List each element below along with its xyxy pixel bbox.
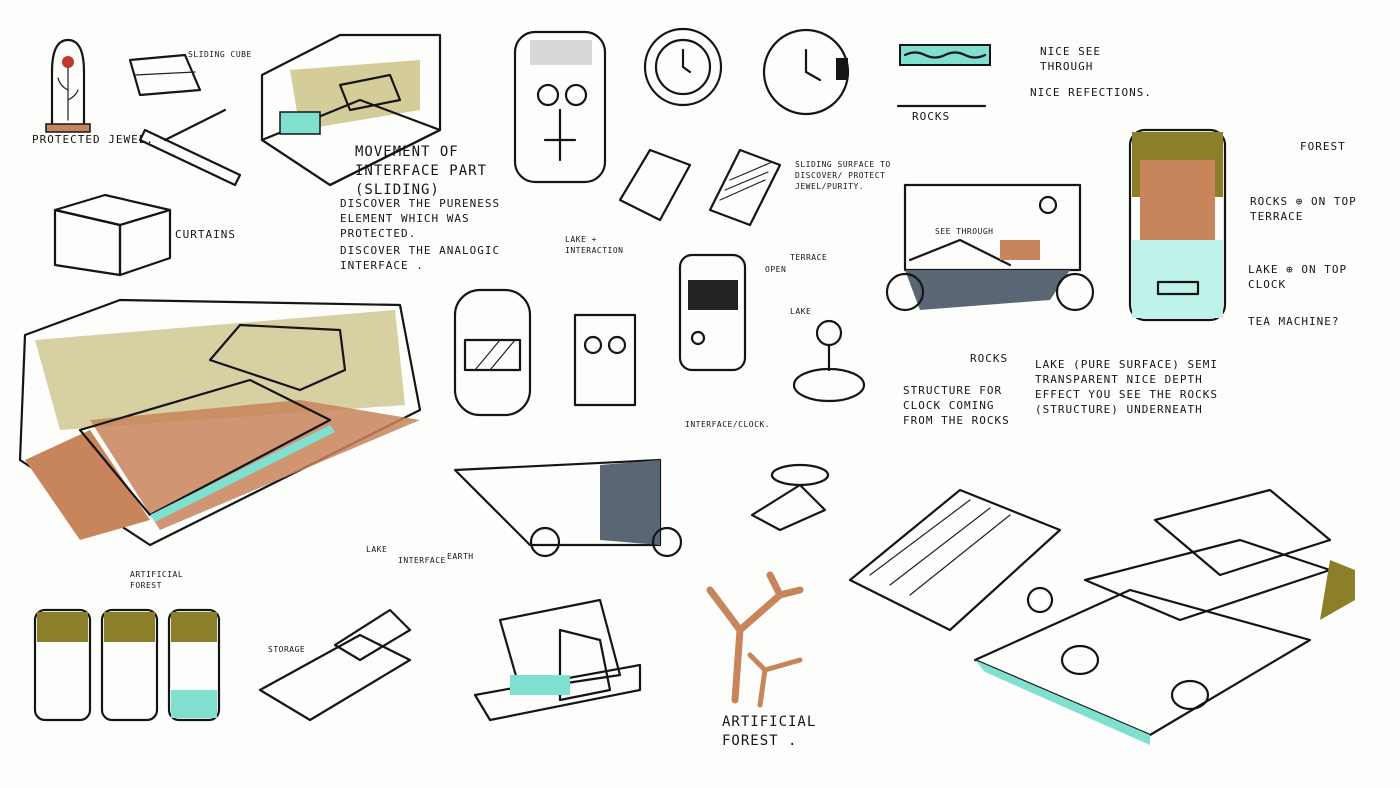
storage-sketch [258,608,412,722]
forest-topview-small [33,608,221,722]
tea-machine-note: TEA MACHINE? [1248,315,1340,328]
module-sketch [573,313,637,407]
clock-sketch-1 [643,27,723,107]
lake-on-top-clock-note: LAKE ⊕ ON TOP CLOCK [1248,263,1348,291]
open-note: OPEN [765,265,787,274]
curtains-box-sketch [53,193,172,277]
artificial-tree-sketch [706,571,804,708]
lake-bottom-note: LAKE [366,545,388,554]
rocks-top-note: ROCKS [912,110,951,123]
glass-block-sketch [896,44,991,108]
earth-note: EARTH [447,552,474,561]
platform-perspective-sketch [973,488,1355,745]
storage-note: STORAGE [268,645,306,654]
sliding-cube-note: SLIDING CUBE [188,50,252,59]
nice-see-through-note: NICE SEE THROUGH [1040,45,1101,73]
rocks-on-top-terrace-note: ROCKS ⊕ ON TOP TERRACE [1250,195,1357,223]
lake-small-note: LAKE [790,307,812,316]
sliding-surface-sketch [618,148,782,227]
room-perspective-sketch [260,33,442,187]
terrace-note: TERRACE [790,253,828,262]
lake-description-note: LAKE (PURE SURFACE) SEMI TRANSPARENT NIC… [1035,358,1218,416]
wireframe-platform-sketch [848,488,1062,632]
sliding-cube-sketch [128,53,242,187]
terrace-clock-sketch [678,253,866,403]
movement-title-note: MOVEMENT OF INTERFACE PART (SLIDING) [355,144,488,198]
interface-bottom-note: INTERFACE [398,556,446,565]
clock-sketch-2 [762,28,850,116]
glass-box-figure-sketch [885,183,1095,312]
canopy-seat-sketch [453,458,683,558]
device-topview-sketch [513,30,607,184]
protected-jewel-note: PROTECTED JEWEL. [32,133,154,146]
forest-topview-sketch [1128,128,1227,322]
big-room-sketch [18,298,422,547]
structure-for-clock-note: STRUCTURE FOR CLOCK COMING FROM THE ROCK… [903,384,1010,427]
artificial-forest-big-note: ARTIFICIAL FOREST . [722,714,817,749]
pod-sketch [473,598,642,722]
interface-clock-note: INTERFACE/CLOCK. [685,420,771,429]
curtains-note: CURTAINS [175,228,236,241]
bell-jar-sketch [45,38,91,133]
nice-reflections-note: NICE REFECTIONS. [1030,86,1152,99]
see-through-note: SEE THROUGH [935,227,994,236]
discover-pureness-note: DISCOVER THE PURENESS ELEMENT WHICH WAS … [340,197,501,240]
seat-concept-sketch [750,463,830,532]
lake-interaction-note: LAKE + INTERACTION [565,235,624,255]
rocks-mid-note: ROCKS [970,352,1009,365]
artificial-forest-small-note: ARTIFICIAL FOREST [130,570,184,590]
forest-note: FOREST [1300,140,1346,153]
sliding-surface-note: SLIDING SURFACE TO DISCOVER/ PROTECT JEW… [795,160,891,191]
seat-topview-sketch [453,288,532,417]
discover-analogic-note: DISCOVER THE ANALOGIC INTERFACE . [340,244,501,272]
